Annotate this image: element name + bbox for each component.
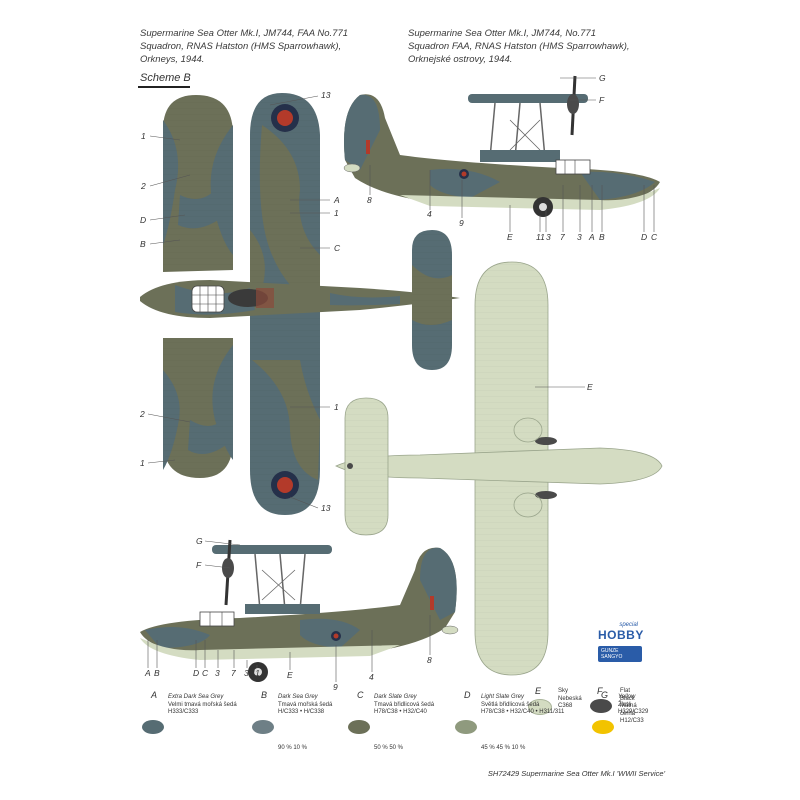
legend-local-b: Tmavá mořská šedá (278, 701, 333, 708)
callout-e-side-upper: E (507, 232, 513, 242)
legend-letter-c: C (357, 690, 364, 700)
footer-caption: SH72429 Supermarine Sea Otter Mk.I 'WWII… (487, 769, 665, 778)
callout-11-side-upper: 11 (536, 232, 545, 242)
callout-13-plan: 13 (321, 90, 331, 100)
swatch-dark-sea-grey (252, 720, 274, 734)
legend-code-d: H78/C38 • H32/C40 • H311/311 (481, 709, 565, 715)
callout-g-side-lower: G (196, 536, 203, 546)
callout-f-side-upper: F (599, 95, 605, 105)
swatch-flat-black (590, 699, 612, 713)
legend-pct-b: 90 % 10 % (278, 745, 308, 751)
callout-13-plan-lower: 13 (321, 503, 331, 513)
plan-view-underside (335, 261, 663, 676)
legend-name-a: Extra Dark Sea Grey (168, 694, 224, 700)
callout-1-plan-lower: 1 (334, 402, 339, 412)
caption-left: Supermarine Sea Otter Mk.I, JM744, FAA N… (140, 28, 349, 65)
legend-name-g: Yellow (618, 694, 636, 700)
swatch-extra-dark-sea-grey (142, 720, 164, 734)
callout-3a-side-lower: 3 (215, 668, 220, 678)
callout-1-bottom-wing: 1 (140, 458, 145, 468)
callout-e-underside: E (587, 382, 593, 392)
callout-7-side-upper: 7 (560, 232, 565, 242)
legend-local-d: Světlá břidlicová šedá (481, 701, 540, 708)
scheme-label: Scheme B (140, 72, 191, 84)
upper-outer-wing-top (163, 95, 233, 272)
callout-e-side-lower: E (287, 670, 293, 680)
legend-name-c: Dark Slate Grey (374, 694, 417, 700)
legend-text-d: Light Slate Grey Světlá břidlicová šedá … (481, 694, 564, 717)
legend-pct-d: 45 % 45 % 10 % (481, 745, 526, 751)
callout-4-side-lower: 4 (369, 672, 374, 682)
callout-11-side-lower: 11 (251, 668, 260, 678)
callout-g-side-upper: G (599, 73, 606, 83)
callout-1-plan: 1 (334, 208, 339, 218)
callout-9-side-lower: 9 (333, 682, 338, 692)
legend-letter-e: E (535, 686, 542, 696)
legend-letter-b: B (261, 690, 268, 700)
legend-local-c: Tmavá břidlicová šedá (374, 701, 435, 708)
logo-line-1: special (619, 622, 638, 628)
legend-code-a: H333/C333 (168, 709, 199, 715)
legend-text-sky: Sky Nebeská C368 (558, 688, 582, 709)
legend-name-d: Light Slate Grey (481, 694, 525, 700)
callout-b-side-lower: B (154, 668, 160, 678)
callout-9-side-upper: 9 (459, 218, 464, 228)
legend-text-b: Dark Sea Grey Tmavá mořská šedá H/C333 •… (278, 694, 332, 717)
swatch-dark-slate-grey (348, 720, 370, 734)
legend-letter-d: D (464, 690, 471, 700)
callout-8-side-upper: 8 (367, 195, 372, 205)
callout-f-side-lower: F (196, 560, 202, 570)
legend-letter-a: A (151, 690, 158, 700)
scheme-underline (138, 86, 190, 88)
callout-lines (147, 77, 655, 682)
callout-d-side-upper: D (641, 232, 647, 242)
callout-3b-side-lower: 3 (244, 668, 249, 678)
legend-text-flat-black: Flat Black Matná černá H12/C33 (620, 688, 644, 724)
callout-8-side-lower: 8 (427, 655, 432, 665)
legend-code-g: H329/C329 (618, 709, 649, 715)
legend-code-b: H/C333 • H/C338 (278, 709, 325, 715)
callout-3b-side-upper: 3 (577, 232, 582, 242)
legend-local-g: Žlutá (618, 701, 632, 708)
callout-3a-side-upper: 3 (546, 232, 551, 242)
callout-b-side-upper: B (599, 232, 605, 242)
swatch-light-slate-grey (455, 720, 477, 734)
hobby-logo: special HOBBY GUNZE SANGYO (598, 622, 644, 662)
callout-1-top-wing: 1 (141, 131, 146, 141)
swatch-sky (528, 699, 552, 715)
callout-a-side-upper: A (588, 232, 595, 242)
legend-local-a: Velmi tmavá mořská šedá (168, 701, 237, 708)
callout-labels: 1 2 D B 2 1 13 A 1 C 1 13 G F 8 4 9 E 11… (139, 73, 658, 692)
callout-d-top-wing: D (140, 215, 146, 225)
swatch-yellow (592, 720, 614, 734)
legend-text-g: Yellow Žlutá H329/C329 (618, 694, 648, 717)
legend-letter-f: F (597, 686, 603, 696)
legend-name-b: Dark Sea Grey (278, 694, 318, 700)
lower-outer-wing-top (163, 338, 233, 478)
logo-line-2: HOBBY (598, 628, 644, 642)
side-view-upper (343, 75, 660, 217)
caption-right: Supermarine Sea Otter Mk.I, JM744, No.77… (408, 28, 630, 65)
callout-a-side-lower: A (144, 668, 151, 678)
legend-letter-g: G (601, 690, 609, 700)
callout-c-plan: C (334, 243, 341, 253)
callout-b-top-wing: B (140, 239, 146, 249)
callout-2-top-wing: 2 (140, 181, 146, 191)
callout-4-side-upper: 4 (427, 209, 432, 219)
callout-c-side-lower: C (202, 668, 209, 678)
callout-2-bottom-wing: 2 (139, 409, 145, 419)
callout-d-side-lower: D (193, 668, 199, 678)
legend-pct-c: 50 % 50 % (374, 745, 404, 751)
legend-code-c: H78/C38 • H32/C40 (374, 709, 427, 715)
callout-c-side-upper: C (651, 232, 658, 242)
side-view-lower (140, 539, 459, 682)
callout-a-plan: A (333, 195, 340, 205)
plan-view-upper-surface (140, 93, 460, 515)
callout-7-side-lower: 7 (231, 668, 236, 678)
legend-text-a: Extra Dark Sea Grey Velmi tmavá mořská š… (168, 694, 237, 717)
legend-text-c: Dark Slate Grey Tmavá břidlicová šedá H7… (374, 694, 434, 717)
logo-line-3: GUNZE SANGYO (598, 646, 642, 662)
